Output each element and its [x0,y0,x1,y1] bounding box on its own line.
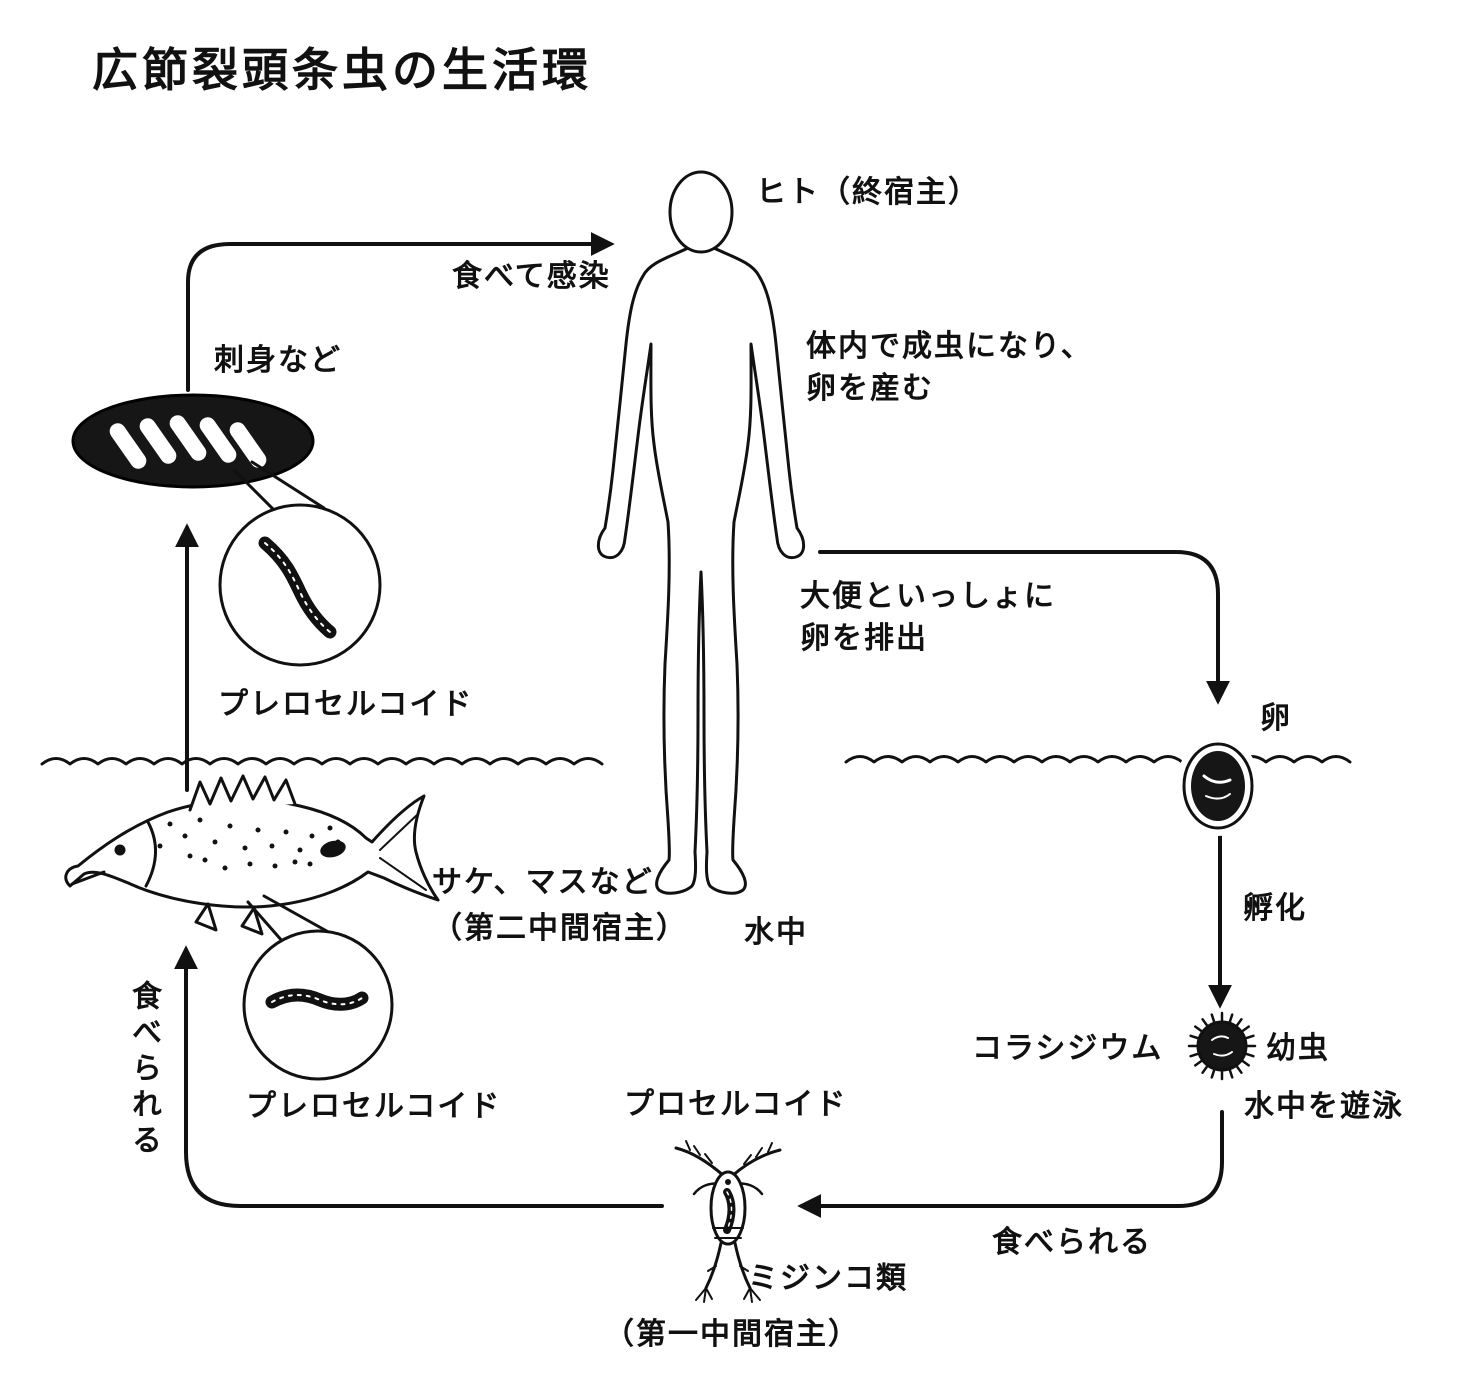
fish-pelvic-fin [194,902,218,932]
label-adult-in-body-1: 体内で成虫になり、 [806,330,1093,363]
water-line-left [40,757,604,766]
fish-dorsal-fin [188,774,297,812]
label-hatch: 孵化 [1243,892,1307,925]
cycle-arrows [174,232,1232,1218]
sashimi-slices [109,415,267,469]
coracidium-illustration [1187,1011,1257,1081]
label-eat-infect: 食べて感染 [452,260,611,293]
fish-anal-fin [240,906,264,936]
egg-illustration [1176,736,1260,836]
water-line-right [844,755,1352,764]
copepod-illustration [674,1140,782,1303]
arrow-coracidium-to-copepod [797,1110,1224,1218]
label-plerocercoid-bottom: プレロセルコイド [246,1090,502,1123]
fish-mouth [70,870,106,886]
label-water-flea: ミジンコ類 [748,1262,908,1295]
label-human-host: ヒト（終宿主） [756,176,980,209]
fish-dark-patch [320,840,346,858]
label-sashimi: 刺身など [214,344,342,377]
copepod-antenna-right [730,1148,782,1178]
label-egg: 卵 [1260,702,1292,735]
magnifier-circle-plerocercoid-top [218,460,382,667]
arrow-human-to-egg [818,550,1230,705]
label-in-water: 水中 [744,916,808,949]
magnifier-circle-plerocercoid-bottom [242,894,394,1081]
copepod-tail-left [704,1241,723,1290]
label-swim-in-water: 水中を遊泳 [1244,1090,1404,1123]
label-fish-2: （第二中間宿主） [432,912,688,945]
copepod-antenna-left [674,1146,726,1178]
page-title: 広節裂頭条虫の生活環 [92,44,592,96]
label-coracidium: コラシジウム [972,1032,1164,1065]
fish-illustration [64,774,440,936]
label-feces-1: 大便といっしょに [800,580,1056,613]
fish-eye [114,844,126,856]
label-eaten-right: 食べられる [992,1226,1152,1259]
label-fish-1: サケ、マスなど [432,866,654,899]
fish-speckles [157,817,341,871]
label-larva: 幼虫 [1266,1032,1330,1065]
copepod-eye [725,1179,731,1185]
fish-gill [144,820,158,888]
human-figure [596,170,806,895]
label-adult-in-body-2: 卵を産む [806,372,934,405]
label-first-host: （第一中間宿主） [604,1318,860,1351]
label-procercoid: プロセルコイド [624,1088,848,1121]
label-plerocercoid-top: プレロセルコイド [218,688,474,721]
sashimi-plate [71,393,315,489]
label-feces-2: 卵を排出 [800,622,928,655]
arrow-sashimi-to-human [186,232,615,392]
arrow-copepod-to-fish [174,945,664,1208]
label-eaten-left: 食べられる [127,980,160,1160]
